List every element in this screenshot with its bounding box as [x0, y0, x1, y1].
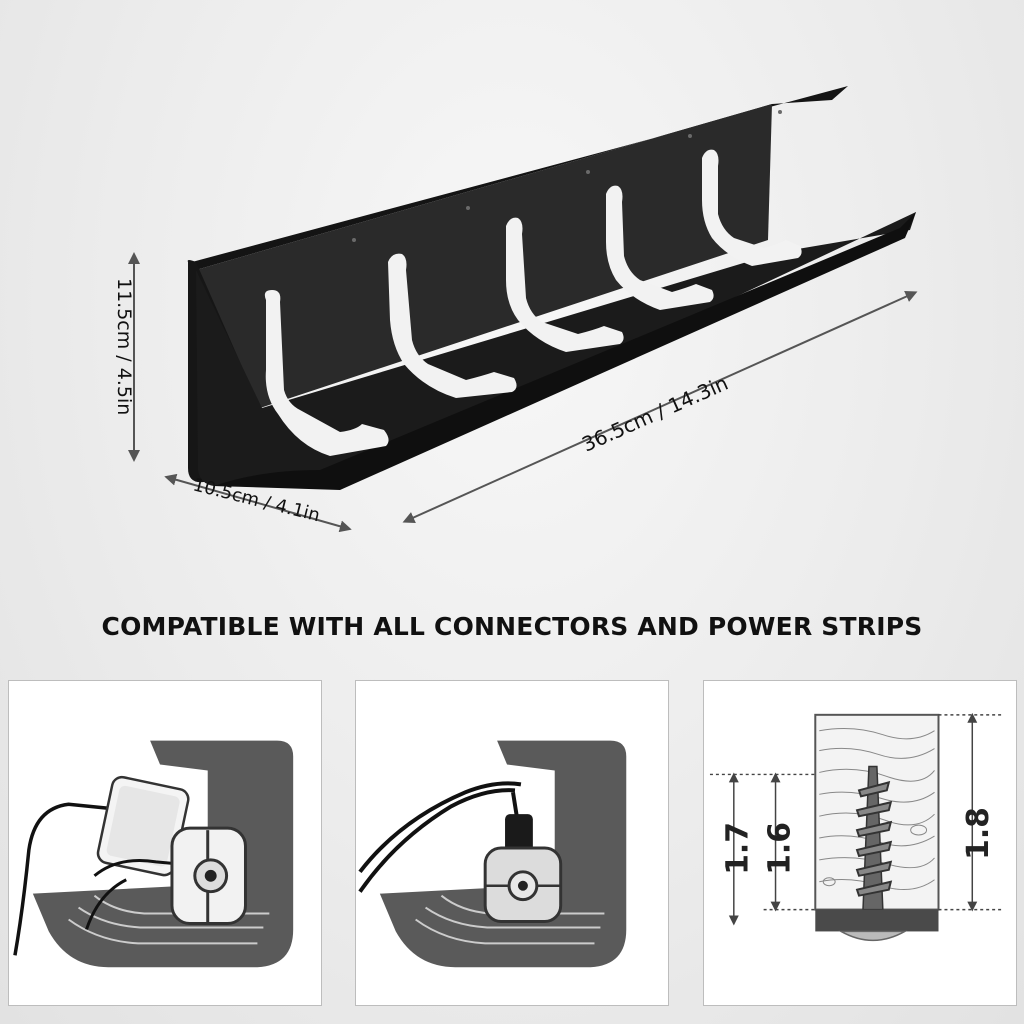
length-dimension-line: [402, 290, 918, 524]
height-dimension-label: 11.5cm / 4.5in: [113, 278, 135, 415]
adapter-illustration: [13, 740, 294, 968]
panel-power-strip: [355, 680, 669, 1006]
mount-label-1-8: 1.8: [961, 807, 996, 860]
mount-label-1-6: 1.6: [762, 822, 797, 875]
depth-dimension-line: [164, 473, 352, 533]
cable-tray-illustration: [187, 86, 916, 490]
headline: COMPATIBLE WITH ALL CONNECTORS AND POWER…: [101, 612, 923, 641]
length-dimension-label: 36.5cm / 14.3in: [578, 371, 731, 457]
panel-screw-mount: 1.7 1.6 1.8: [703, 680, 1017, 1006]
mount-label-1-7: 1.7: [721, 822, 756, 875]
panel-adapter: [8, 680, 322, 1006]
product-hero: 11.5cm / 4.5in 10.5cm / 4.1in 36.5cm / 1…: [113, 86, 918, 533]
power-strip-illustration: [358, 740, 627, 968]
screw-mount-illustration: 1.7 1.6 1.8: [709, 712, 1003, 942]
